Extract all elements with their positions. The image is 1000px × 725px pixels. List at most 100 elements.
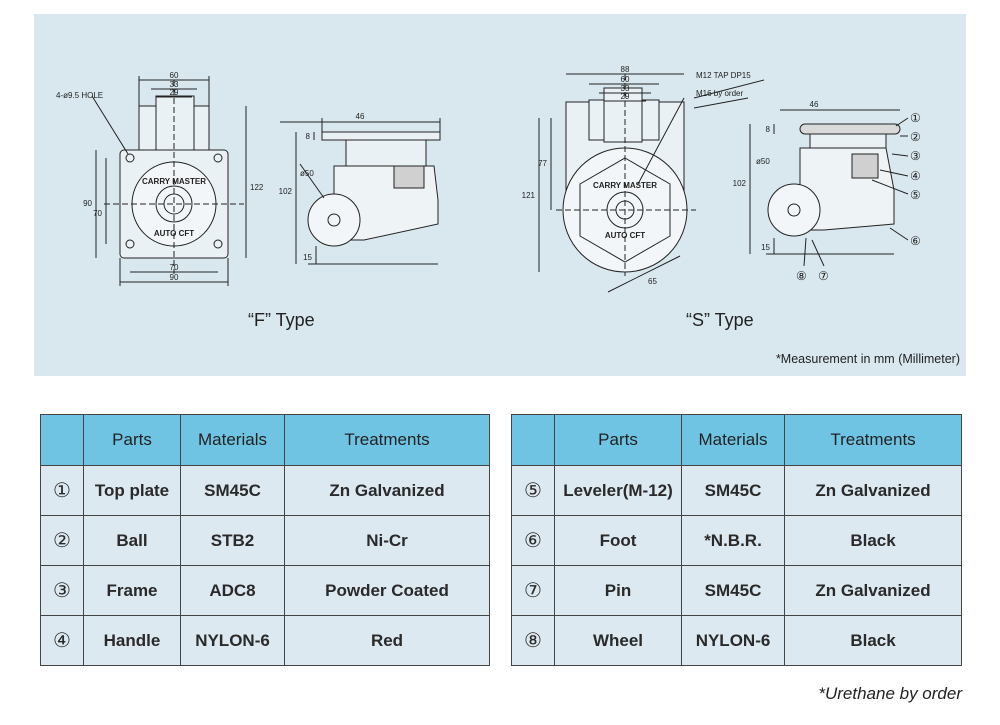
dim-s-top29: 29 [621, 92, 630, 101]
row-material: *N.B.R. [681, 515, 785, 566]
header-parts: Parts [83, 414, 181, 466]
dim-f-top29: 29 [170, 88, 179, 97]
dim-s-side50: ø50 [756, 157, 770, 166]
callout-8: ⑧ [796, 269, 807, 283]
dim-f-side102: 102 [279, 187, 293, 196]
s-brand-text: CARRY MASTER [593, 181, 657, 190]
row-part: Foot [554, 515, 682, 566]
f-type-top-view [91, 76, 247, 286]
row-material: NYLON-6 [180, 615, 285, 666]
dim-s-side15: 15 [761, 243, 770, 252]
row-part: Top plate [83, 465, 181, 516]
row-number: ⑦ [511, 565, 555, 616]
row-treatment: Black [784, 515, 962, 566]
row-treatment: Black [784, 615, 962, 666]
callout-6: ⑥ [910, 234, 921, 248]
dim-s-side102: 102 [733, 179, 747, 188]
tap-note: M12 TAP DP15 [696, 71, 751, 80]
table-row: ③ Frame ADC8 Powder Coated [40, 565, 490, 616]
table-row: ④ Handle NYLON-6 Red [40, 615, 490, 666]
parts-table-left: Parts Materials Treatments ① Top plate S… [40, 414, 490, 666]
row-treatment: Zn Galvanized [784, 565, 962, 616]
table-row: ⑥ Foot *N.B.R. Black [511, 515, 962, 566]
callout-7: ⑦ [818, 269, 829, 283]
parts-table-right: Parts Materials Treatments ⑤ Leveler(M-1… [511, 414, 962, 666]
dim-s-top88: 88 [621, 65, 630, 74]
row-number: ⑧ [511, 615, 555, 666]
table-row: ② Ball STB2 Ni-Cr [40, 515, 490, 566]
urethane-footnote: *Urethane by order [818, 684, 962, 703]
dim-f-w70: 70 [170, 263, 179, 272]
dim-f-top33: 33 [170, 80, 179, 89]
dim-s-d65: 65 [648, 277, 657, 286]
callout-4: ④ [910, 169, 921, 183]
f-brand-sub: AUTO CFT [154, 229, 194, 238]
table-row: ⑧ Wheel NYLON-6 Black [511, 615, 962, 666]
row-number: ⑤ [511, 465, 555, 516]
row-number: ② [40, 515, 84, 566]
row-treatment: Ni-Cr [284, 515, 490, 566]
dim-s-side8: 8 [766, 125, 771, 134]
table-row: ① Top plate SM45C Zn Galvanized [40, 465, 490, 516]
table-header-row: Parts Materials Treatments [40, 414, 490, 466]
header-parts: Parts [554, 414, 682, 466]
f-type-side-view [280, 118, 441, 265]
dim-s-side46: 46 [810, 100, 819, 109]
row-part: Leveler(M-12) [554, 465, 682, 516]
row-part: Frame [83, 565, 181, 616]
callout-1: ① [910, 111, 921, 125]
callout-5: ⑤ [910, 188, 921, 202]
header-treatments: Treatments [284, 414, 490, 466]
s-brand-sub: AUTO CFT [605, 231, 645, 240]
dim-f-side8: 8 [306, 132, 311, 141]
row-part: Wheel [554, 615, 682, 666]
row-part: Handle [83, 615, 181, 666]
hole-note: 4-ø9.5 HOLE [56, 91, 103, 100]
dim-f-h122: 122 [250, 183, 264, 192]
dim-f-side46: 46 [356, 112, 365, 121]
table-row: ⑤ Leveler(M-12) SM45C Zn Galvanized [511, 465, 962, 516]
measurement-note: *Measurement in mm (Millimeter) [775, 352, 960, 366]
row-number: ③ [40, 565, 84, 616]
dim-s-h77: 77 [538, 159, 547, 168]
row-material: SM45C [180, 465, 285, 516]
technical-drawing-panel: CARRY MASTER AUTO CFT CARRY MASTER AUTO … [34, 14, 966, 376]
header-number [40, 414, 84, 466]
s-type-front-view [538, 73, 765, 293]
row-treatment: Powder Coated [284, 565, 490, 616]
dim-f-h90: 90 [83, 199, 92, 208]
header-treatments: Treatments [784, 414, 962, 466]
dim-s-top33: 33 [621, 84, 630, 93]
dim-f-w90: 90 [170, 273, 179, 282]
row-material: NYLON-6 [681, 615, 785, 666]
table-header-row: Parts Materials Treatments [511, 414, 962, 466]
row-material: SM45C [681, 565, 785, 616]
header-materials: Materials [681, 414, 785, 466]
table-row: ⑦ Pin SM45C Zn Galvanized [511, 565, 962, 616]
row-part: Ball [83, 515, 181, 566]
s-type-side-view [749, 109, 909, 267]
row-treatment: Zn Galvanized [284, 465, 490, 516]
row-number: ⑥ [511, 515, 555, 566]
callout-2: ② [910, 130, 921, 144]
row-material: SM45C [681, 465, 785, 516]
f-brand-text: CARRY MASTER [142, 177, 206, 186]
row-part: Pin [554, 565, 682, 616]
header-number [511, 414, 555, 466]
dim-s-top60: 60 [621, 75, 630, 84]
f-type-caption: “F” Type [248, 310, 315, 330]
dim-f-top60: 60 [170, 71, 179, 80]
row-number: ① [40, 465, 84, 516]
callout-3: ③ [910, 149, 921, 163]
row-treatment: Red [284, 615, 490, 666]
row-number: ④ [40, 615, 84, 666]
dim-s-h121: 121 [522, 191, 536, 200]
dim-f-h70: 70 [93, 209, 102, 218]
s-type-caption: “S” Type [686, 310, 754, 330]
dim-f-side15: 15 [303, 253, 312, 262]
dim-f-side50: ø50 [300, 169, 314, 178]
row-treatment: Zn Galvanized [784, 465, 962, 516]
row-material: ADC8 [180, 565, 285, 616]
m16-note: M16 by order [696, 89, 743, 98]
header-materials: Materials [180, 414, 285, 466]
